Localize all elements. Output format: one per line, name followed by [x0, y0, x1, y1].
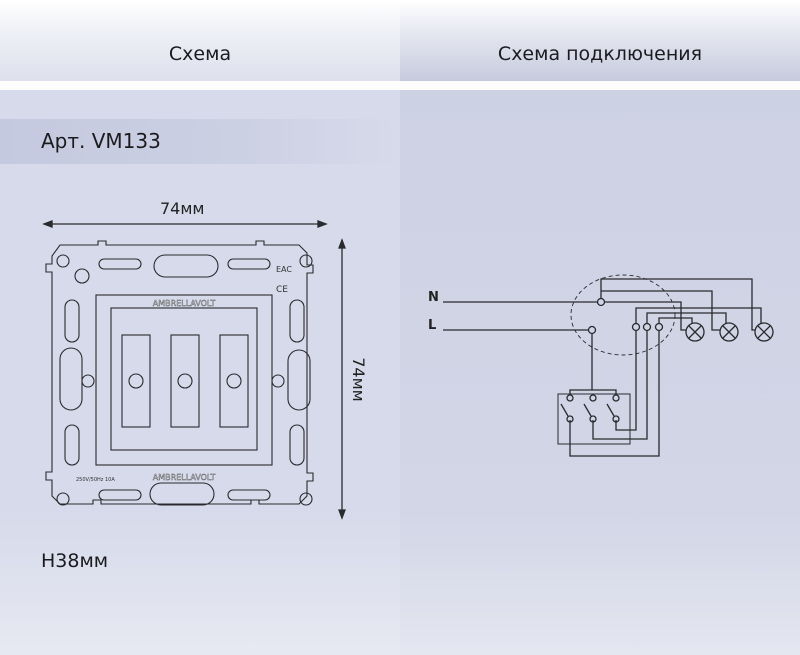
brand-bottom: AMBRELLAVOLT [153, 473, 216, 482]
switch-box [557, 393, 631, 445]
lamp-icon [685, 322, 774, 342]
tab-wiring-scheme[interactable]: Схема подключения [400, 0, 800, 81]
terminal-n [596, 297, 606, 307]
ce-mark: CE [276, 285, 288, 295]
wiring-panel [400, 90, 800, 655]
rating-text: 250V/50Hz 10A [76, 477, 115, 483]
switch-mechanism-drawing [45, 240, 314, 506]
divider [0, 81, 800, 90]
neutral-label: N [428, 290, 439, 305]
brand-top: AMBRELLAVOLT [153, 299, 216, 308]
height-dimension-line [338, 238, 346, 520]
width-dimension-line [42, 220, 328, 228]
tab-scheme[interactable]: Схема [0, 0, 400, 81]
line-label: L [428, 318, 436, 333]
article-band: Арт. VM133 [0, 119, 400, 164]
tab-scheme-label: Схема [168, 43, 232, 65]
article-number: Арт. VM133 [41, 129, 161, 153]
eac-mark: EAC [276, 265, 292, 274]
terminal-l [587, 325, 597, 335]
width-dimension-label: 74мм [160, 199, 205, 218]
scheme-panel [0, 90, 400, 655]
tab-wiring-label: Схема подключения [497, 43, 703, 65]
wiring-diagram [443, 274, 774, 457]
depth-label: H38мм [41, 550, 109, 572]
